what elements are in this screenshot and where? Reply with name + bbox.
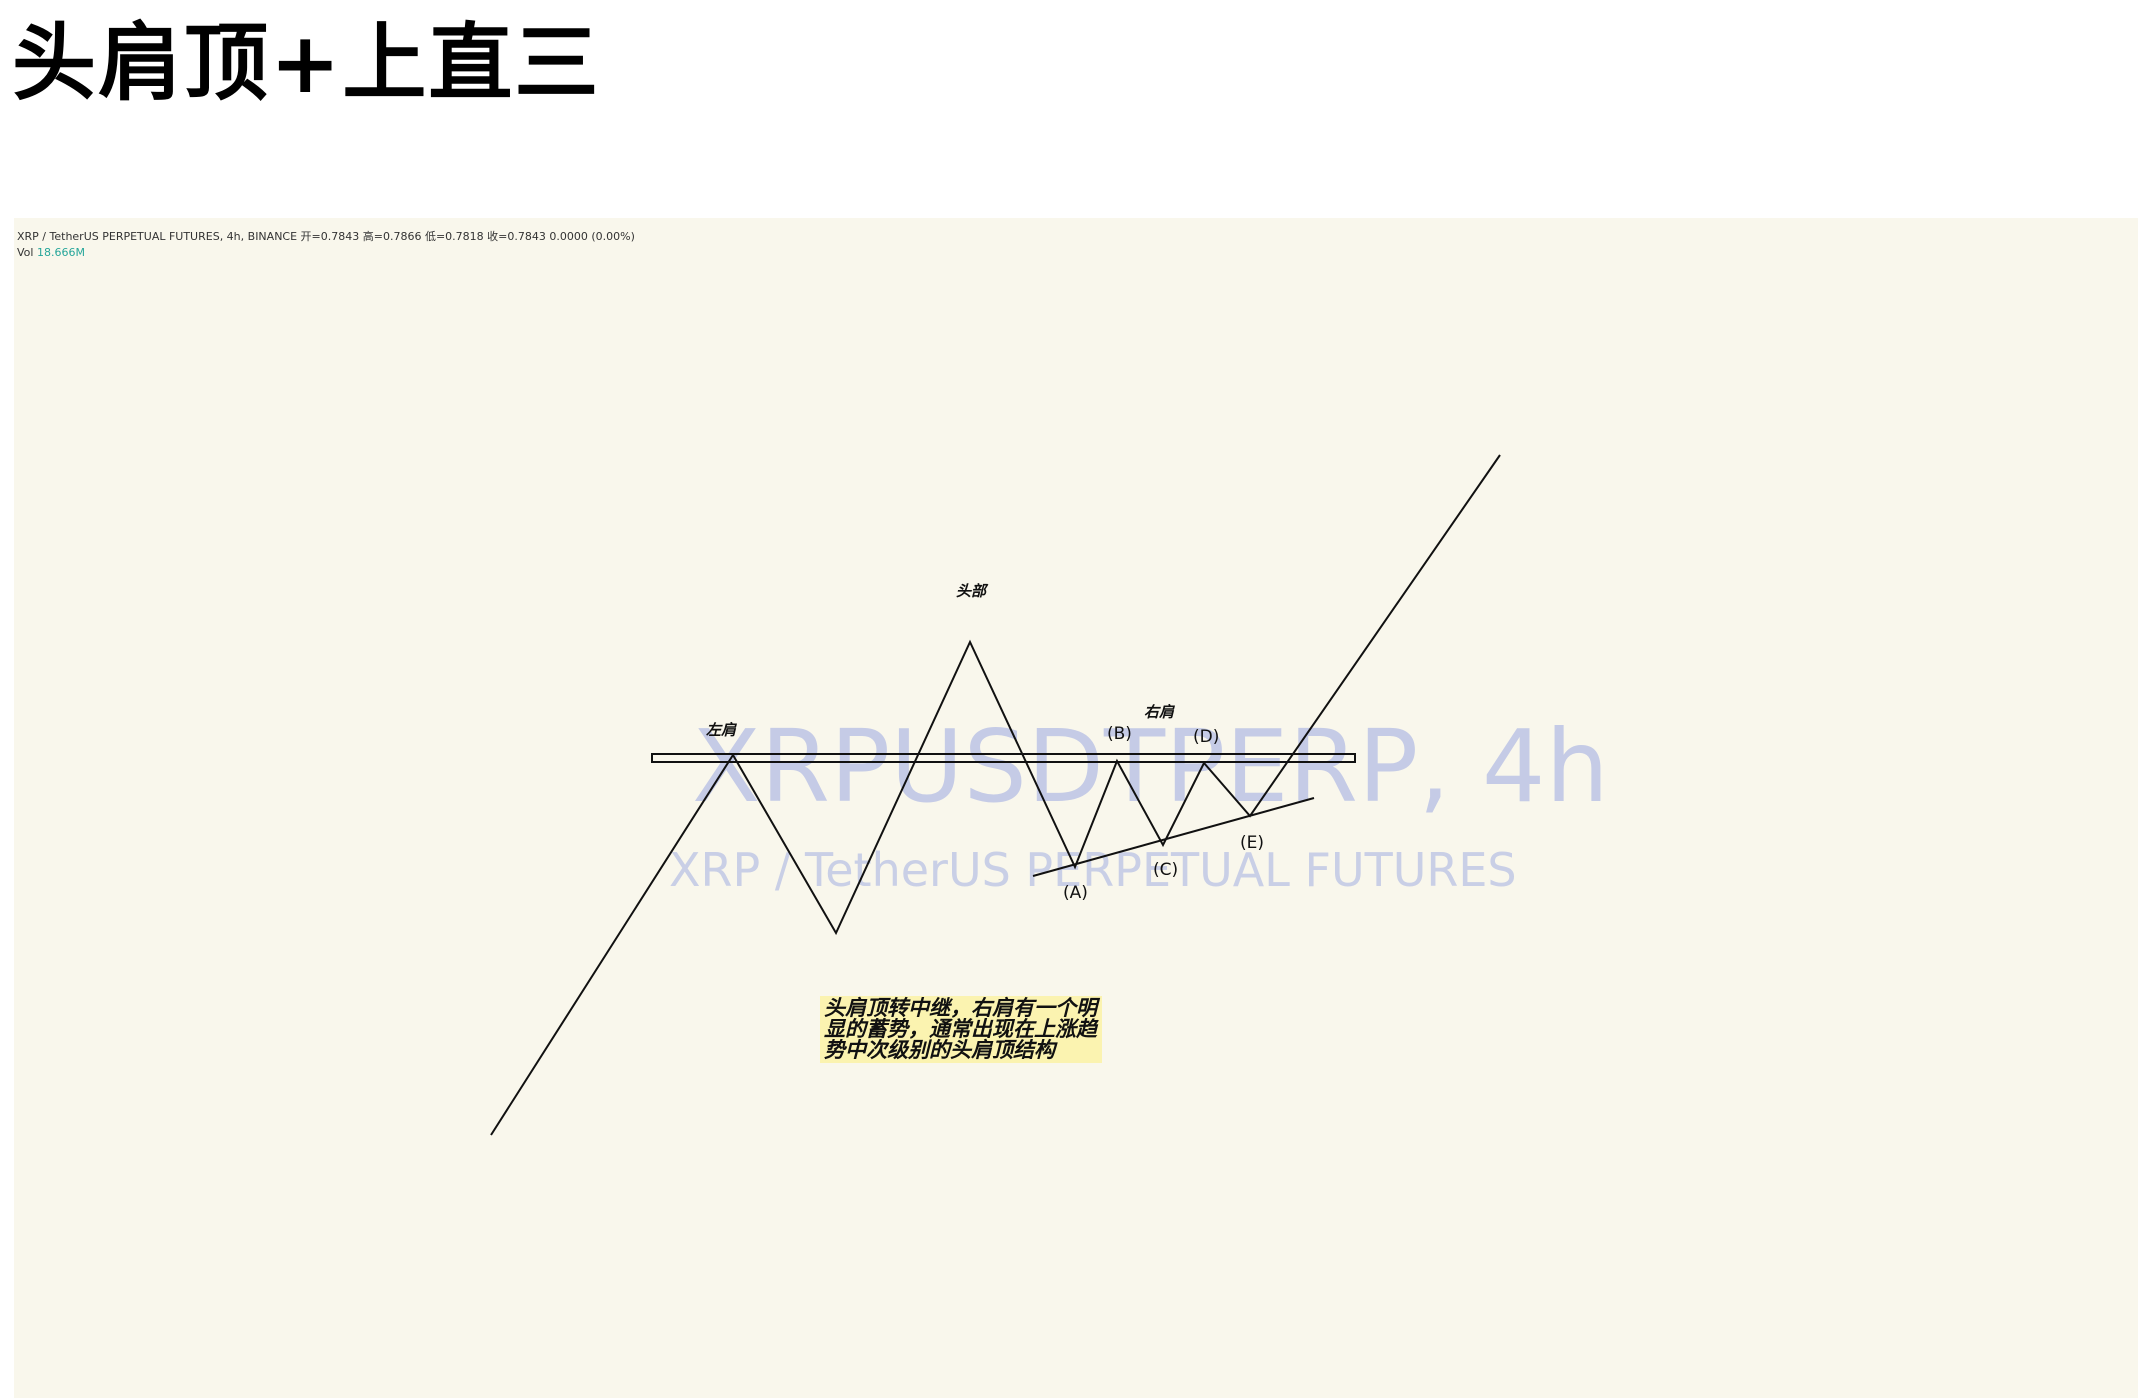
chart-panel[interactable]: XRP / TetherUS PERPETUAL FUTURES, 4h, BI… [14,218,2138,1398]
volume-label: Vol [17,246,34,259]
price-path[interactable] [490,454,1501,1136]
neckline[interactable] [651,753,1356,763]
point-d-label: (D) [1193,727,1219,747]
watermark-description: XRP / TetherUS PERPETUAL FUTURES [669,843,1517,897]
point-a-label: (A) [1063,883,1088,903]
symbol-legend: XRP / TetherUS PERPETUAL FUTURES, 4h, BI… [17,230,635,243]
right-shoulder-label: 右肩 [1144,703,1176,721]
annotation-note: 头肩顶转中继，右肩有一个明显的蓄势，通常出现在上涨趋势中次级别的头肩顶结构 [820,996,1102,1063]
head-label: 头部 [956,582,989,600]
point-e-label: (E) [1240,833,1264,853]
volume-legend: Vol 18.666M [17,246,85,259]
volume-value: 18.666M [36,246,85,259]
point-b-label: (B) [1107,724,1132,744]
page-title: 头肩顶+上直三 [12,14,601,112]
point-c-label: (C) [1153,860,1178,880]
watermark-symbol: XRPUSDTPERP, 4h [692,708,1609,825]
triangle-support-line[interactable] [1032,797,1315,877]
left-shoulder-label: 左肩 [706,721,738,739]
pattern-diagram: XRPUSDTPERP, 4h XRP / TetherUS PERPETUAL… [490,454,1609,1136]
